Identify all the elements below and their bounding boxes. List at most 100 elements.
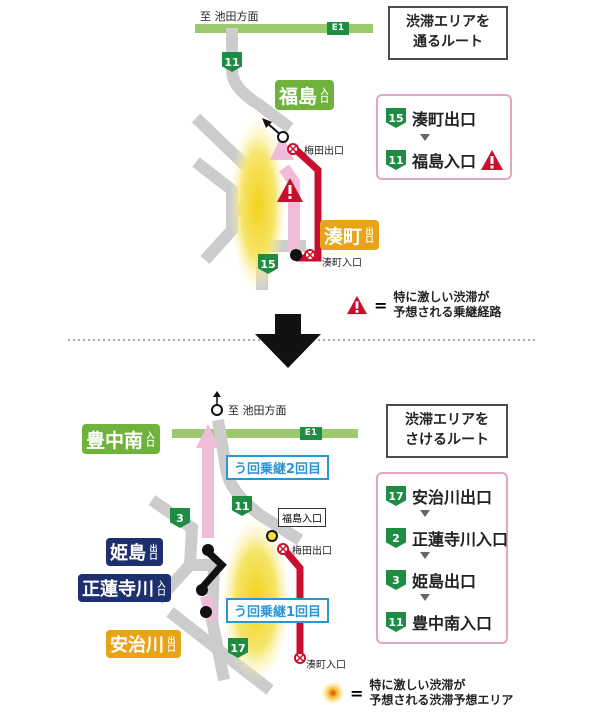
direction-label-bottom: 至 池田方面	[228, 404, 287, 417]
node-circle-icon	[196, 584, 208, 596]
toyonakaminami-name: 豊中南	[86, 429, 144, 452]
route-shield-11-bottom: 11	[232, 496, 252, 516]
title-box-bottom: 渋滞エリアを さけるルート	[386, 404, 508, 458]
himejima-exit-label: 姫島 出口	[106, 538, 163, 566]
himejima-suffix: 出口	[149, 544, 158, 560]
route-shield-icon: 11	[386, 612, 406, 632]
himejima-name: 姫島	[110, 543, 146, 564]
black-detour-segment	[197, 549, 227, 593]
node-circle-icon	[200, 606, 212, 618]
route-shield-icon: 11	[386, 150, 406, 170]
route-shield-15-top: 15	[258, 254, 278, 274]
title-line-2: 通るルート	[413, 34, 483, 50]
arrow-up-left-icon	[262, 118, 272, 128]
title-line-2: さけるルート	[405, 432, 489, 448]
route-step-label: 豊中南入口	[412, 614, 493, 633]
umeda-exit-label-top: 梅田出口	[304, 146, 344, 157]
detour-1-label: う回乗継1回目	[226, 598, 330, 623]
top-map	[191, 24, 373, 293]
fukushima-entrance-label: 福島 入口	[275, 80, 335, 110]
step-arrow-icon	[420, 552, 430, 559]
legend-equals: =	[374, 295, 388, 315]
traffic-jam-area-icon	[322, 682, 344, 704]
route-step-label: 正蓮寺川入口	[412, 530, 509, 549]
route-step-label: 福島入口	[412, 152, 477, 171]
route-shield-17-bottom: 17	[228, 638, 248, 658]
route-shield-icon: 2	[386, 528, 406, 548]
red-route-bottom	[280, 545, 304, 658]
traffic-jam-area-top	[230, 117, 286, 293]
arrow-down-icon	[255, 314, 321, 368]
step-arrow-icon	[420, 594, 430, 601]
node-circle-icon	[202, 544, 214, 556]
minatomachi-name: 湊町	[324, 225, 363, 248]
arrow-up-icon	[213, 391, 221, 397]
warning-triangle-icon	[347, 295, 367, 315]
direction-label-top: 至 池田方面	[200, 10, 259, 23]
pink-route-top	[279, 164, 300, 252]
shorenjigawa-entrance-label: 正蓮寺川 入口	[78, 574, 171, 602]
e1-expressway-bottom	[172, 429, 358, 438]
route-shield-11-top: 11	[222, 52, 242, 72]
minatomachi-exit-label: 湊町 出口	[320, 220, 380, 250]
title-box-top: 渋滞エリアを 通るルート	[388, 6, 508, 60]
warning-triangle-icon	[481, 150, 504, 170]
detour-2-label: う回乗継2回目	[226, 455, 330, 480]
node-circle-icon	[277, 131, 289, 143]
minatomachi-suffix: 出口	[365, 227, 375, 243]
legend-top: = 特に激しい渋滞が 予想される乗継経路	[346, 290, 501, 320]
legend-text: 特に激しい渋滞が 予想される渋滞予想エリア	[369, 678, 513, 708]
shorenjigawa-name: 正蓮寺川	[82, 579, 154, 600]
ajikawa-suffix: 出口	[167, 636, 176, 652]
fukushima-entrance-small: 福島入口	[278, 508, 326, 527]
road-top-3	[192, 157, 238, 265]
step-arrow-icon	[420, 510, 430, 517]
legend-bottom: = 特に激しい渋滞が 予想される渋滞予想エリア	[350, 678, 513, 708]
shorenjigawa-suffix: 入口	[157, 580, 166, 596]
legend-line-2: 予想される乗継経路	[393, 305, 502, 319]
route-shield-icon: 3	[386, 570, 406, 590]
route-step: 11 福島入口	[386, 148, 504, 172]
legend-equals: =	[350, 683, 364, 703]
route-step: 15 湊町出口	[386, 106, 476, 130]
route-steps-top: 15 湊町出口 11 福島入口	[376, 94, 512, 180]
pink-arrowhead-bottom	[196, 424, 220, 448]
minatomachi-entrance-label-top: 湊町入口	[322, 258, 362, 269]
route-shield-icon: 15	[386, 108, 406, 128]
route-step: 11 豊中南入口	[386, 610, 492, 634]
fukushima-name: 福島	[279, 85, 318, 108]
route-step-label: 姫島出口	[412, 572, 477, 591]
route-steps-bottom: 17 安治川出口 2 正蓮寺川入口 3 姫島出口 11 豊中南入口	[376, 472, 508, 644]
route-step: 2 正蓮寺川入口	[386, 526, 508, 550]
step-arrow-icon	[420, 134, 430, 141]
route-step: 3 姫島出口	[386, 568, 476, 592]
toyonakaminami-suffix: 入口	[146, 431, 156, 447]
node-circle-icon	[266, 530, 278, 542]
route-step: 17 安治川出口	[386, 484, 492, 508]
umeda-exit-label-bottom: 梅田出口	[292, 546, 332, 557]
ajikawa-name: 安治川	[110, 635, 164, 656]
pink-arrowhead-top	[270, 134, 294, 160]
route-step-label: 湊町出口	[412, 110, 477, 129]
e1-expressway-top	[195, 24, 373, 33]
ajikawa-exit-label: 安治川 出口	[106, 630, 181, 658]
node-circle-icon	[211, 404, 223, 416]
route-shield-icon: 17	[386, 486, 406, 506]
e1-badge-top: E1	[327, 22, 349, 35]
road-top-1	[226, 28, 294, 133]
title-line-1: 渋滞エリアを	[405, 412, 489, 428]
e1-badge-bottom: E1	[300, 427, 322, 440]
bottom-map	[148, 391, 358, 704]
title-line-1: 渋滞エリアを	[406, 14, 490, 30]
legend-line-1: 特に激しい渋滞が	[369, 678, 466, 692]
node-circle-icon	[290, 249, 302, 261]
fukushima-suffix: 入口	[320, 87, 330, 103]
toyonakaminami-entrance-label: 豊中南 入口	[82, 424, 161, 454]
legend-text: 特に激しい渋滞が 予想される乗継経路	[393, 290, 501, 320]
route-step-label: 安治川出口	[412, 488, 493, 507]
minatomachi-entrance-label-bottom: 湊町入口	[306, 660, 346, 671]
legend-line-1: 特に激しい渋滞が	[393, 290, 490, 304]
route-shield-3-bottom: 3	[170, 508, 190, 528]
legend-line-2: 予想される渋滞予想エリア	[369, 693, 514, 707]
